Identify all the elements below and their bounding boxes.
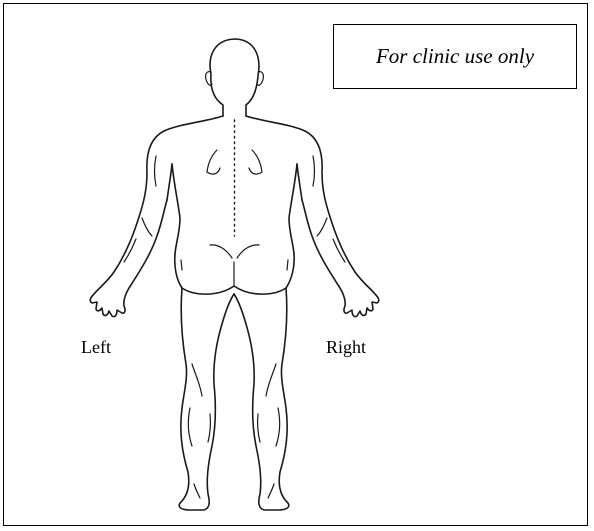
left-leg-outline: [179, 288, 234, 510]
left-inner-calf: [208, 414, 210, 442]
left-arm-detail-2: [142, 218, 152, 236]
torso-left-side: [172, 164, 180, 254]
right-inner-calf: [258, 414, 260, 442]
left-knee-detail: [192, 364, 202, 396]
right-hip-mark: [287, 260, 288, 270]
right-arm-detail-1: [313, 156, 315, 186]
left-ankle-detail: [194, 484, 200, 498]
body-diagram-frame: For clinic use only Left Right: [3, 3, 588, 526]
right-inner-arm: [297, 164, 302, 200]
right-ankle-detail: [268, 484, 274, 498]
head-outline: [210, 39, 259, 116]
left-gluteal-fold: [210, 245, 232, 258]
left-arm-detail-1: [155, 156, 157, 186]
torso-right-side: [289, 164, 297, 254]
right-leg-outline: [234, 288, 289, 510]
right-arm-outline: [246, 116, 379, 317]
left-inner-arm: [167, 164, 172, 200]
right-knee-detail: [266, 364, 276, 396]
left-calf-detail: [188, 408, 192, 446]
left-arm-outline: [90, 116, 223, 317]
left-hip-mark: [181, 260, 182, 270]
right-arm-detail-2: [317, 218, 327, 236]
left-scapula: [207, 150, 220, 174]
right-scapula: [249, 150, 262, 174]
right-calf-detail: [276, 408, 280, 446]
human-body-back-view-icon: [4, 4, 589, 527]
right-gluteal-fold: [237, 245, 259, 258]
